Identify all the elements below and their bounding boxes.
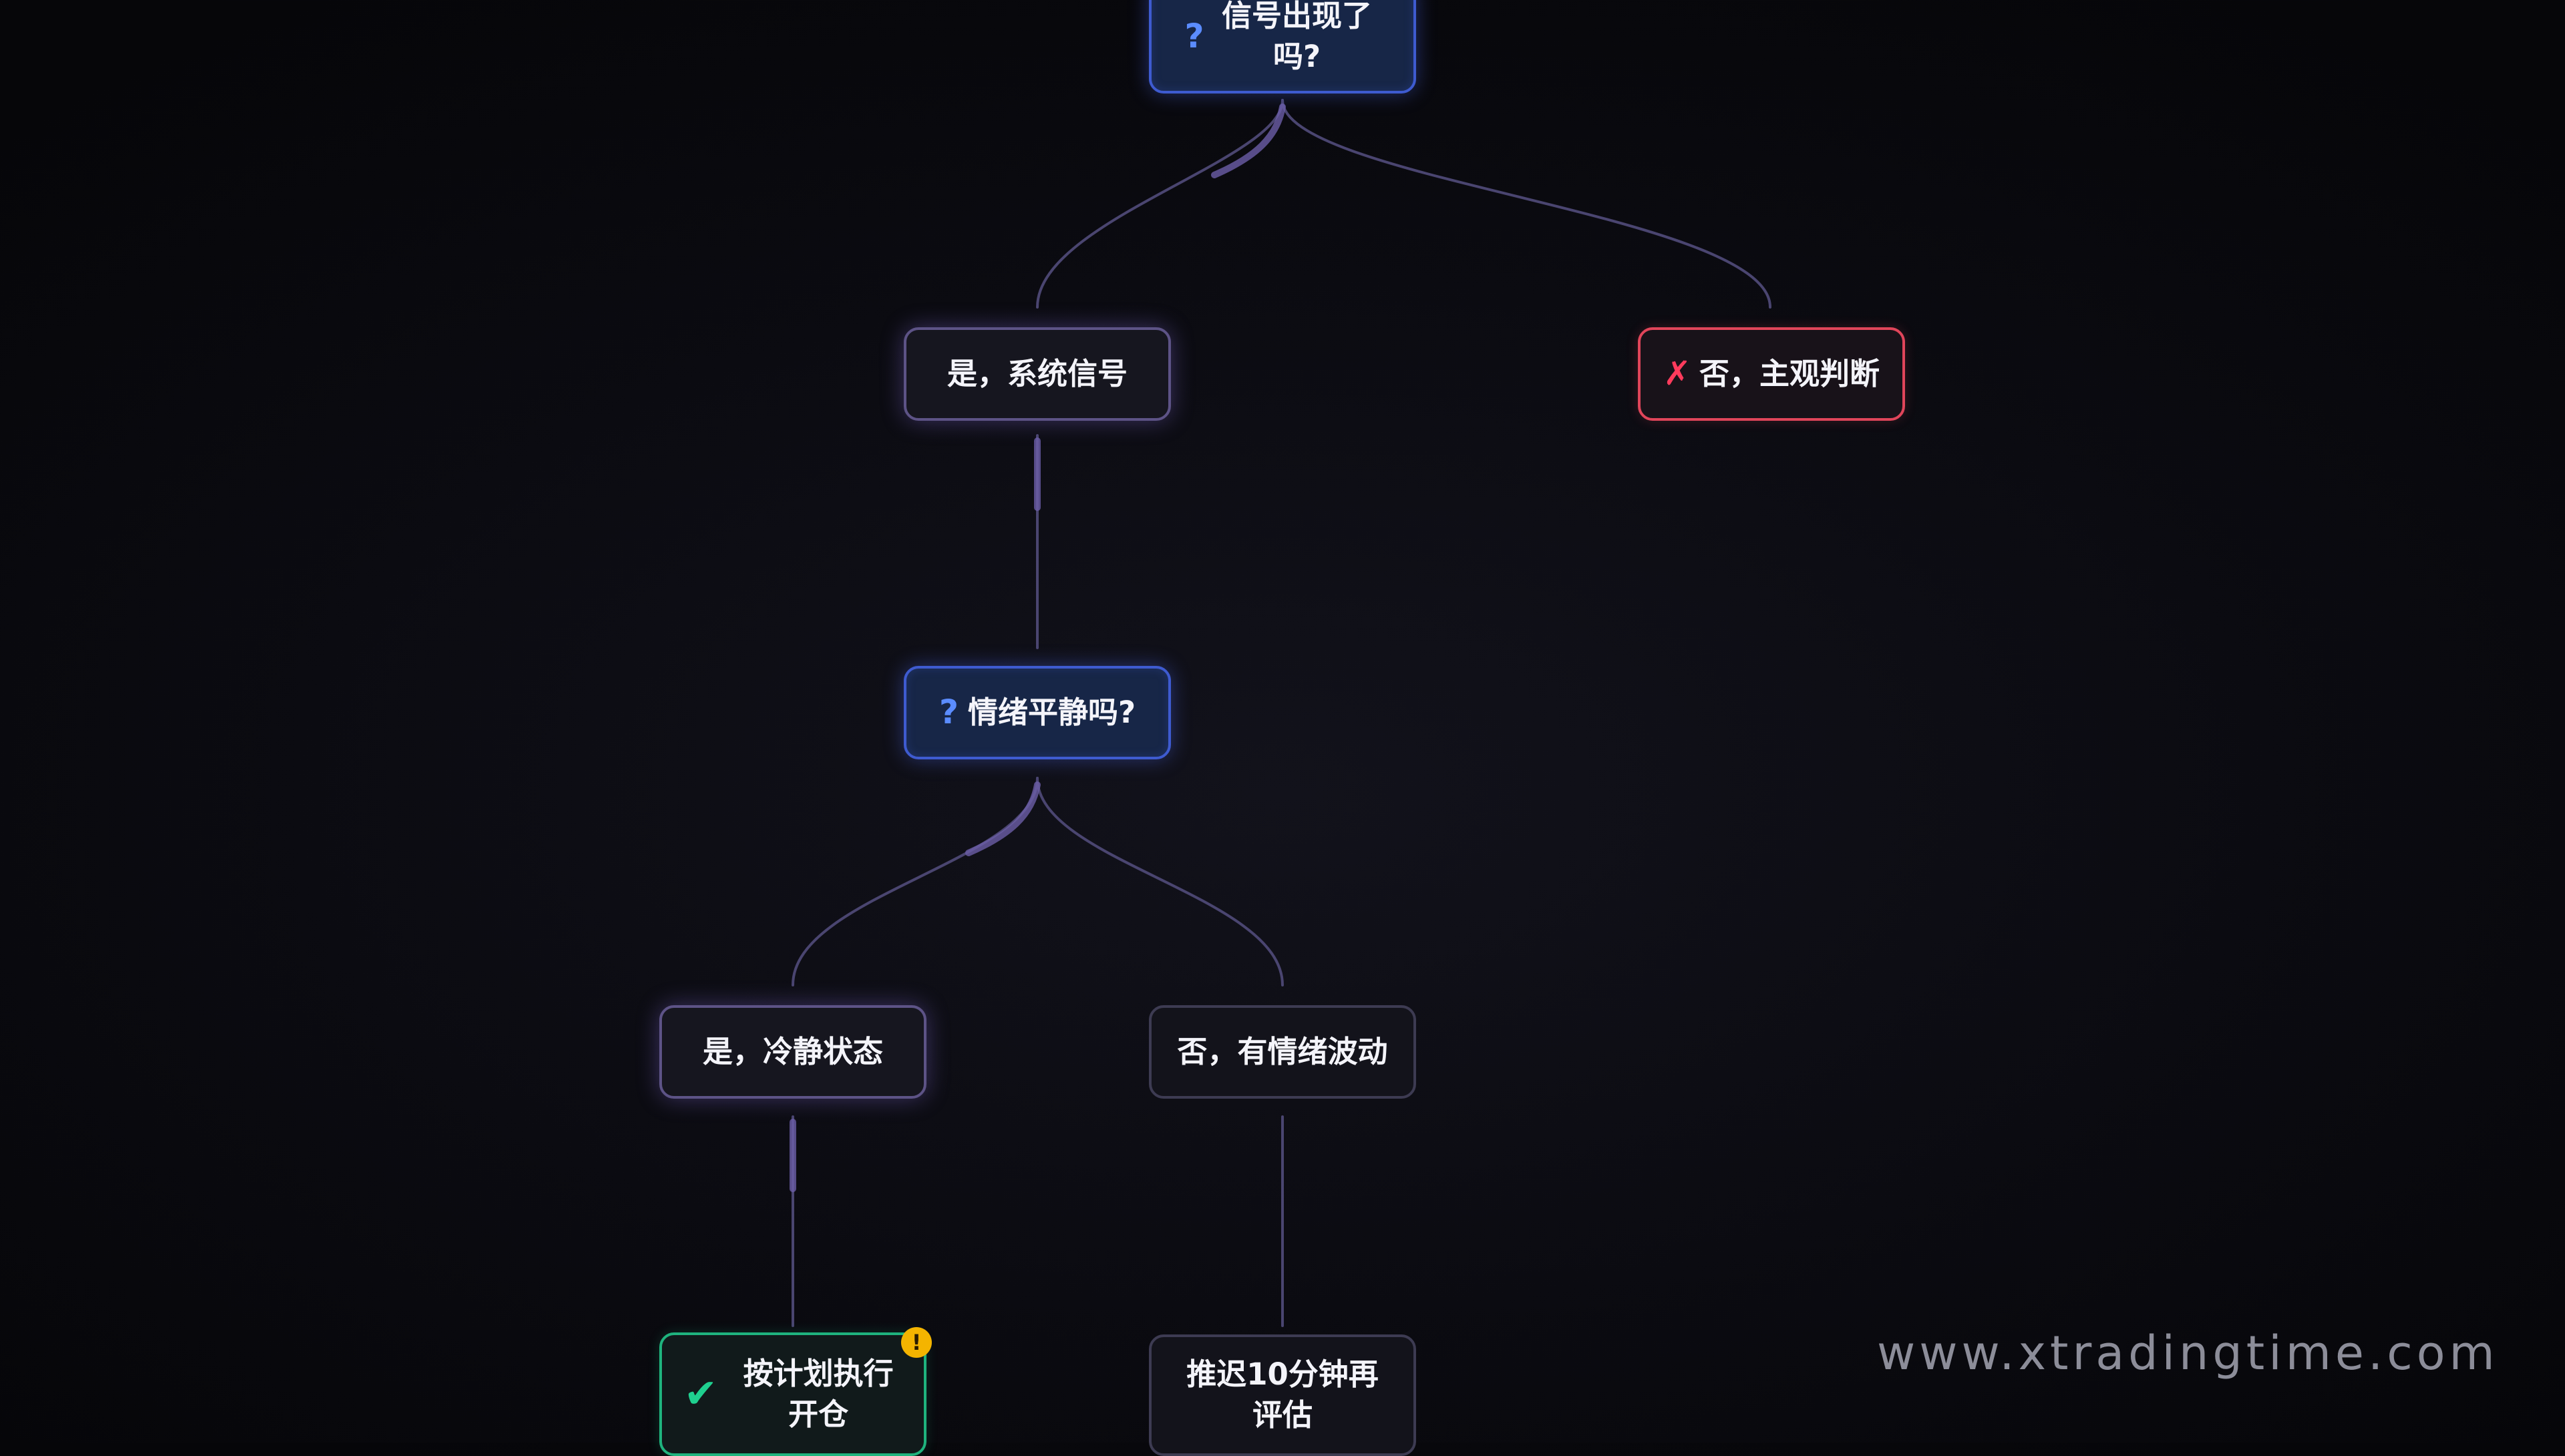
node-emotion-question[interactable]: ? 情绪平静吗?	[904, 666, 1171, 759]
edge-q1-no-subjective	[1281, 99, 1771, 309]
node-label: 信号出现了吗?	[1221, 0, 1372, 74]
node-signal-question[interactable]: ? 信号出现了吗?	[1149, 0, 1416, 94]
node-yes-system-signal[interactable]: 是，系统信号	[904, 327, 1171, 421]
edge-q2-yes-calm	[792, 777, 1039, 986]
node-label: 否，有情绪波动	[1177, 1033, 1388, 1069]
edge-q2-no-emotional	[1036, 777, 1284, 986]
node-label: 否，主观判断	[1699, 355, 1880, 391]
node-execute-open-position[interactable]: ✔ 按计划执行开仓 !	[659, 1327, 932, 1456]
node-label: 是，冷静状态	[702, 1033, 883, 1069]
node-no-emotional-fluctuation[interactable]: 否，有情绪波动	[1149, 1005, 1416, 1099]
site-watermark: www.xtradingtime.com	[1877, 1326, 2499, 1381]
node-no-subjective-judgment[interactable]: ✗ 否，主观判断	[1638, 327, 1905, 421]
node-yes-calm-state[interactable]: 是，冷静状态	[659, 1005, 926, 1099]
check-mark-icon: ✔	[683, 1371, 718, 1417]
question-mark-icon: ?	[938, 693, 959, 732]
node-label: 情绪平静吗?	[967, 694, 1136, 730]
node-label: 按计划执行开仓	[743, 1355, 894, 1432]
node-label: 是，系统信号	[947, 355, 1128, 391]
node-delay-reevaluate[interactable]: 推迟10分钟再评估	[1149, 1334, 1416, 1456]
question-mark-icon: ?	[1184, 17, 1204, 56]
edge-flow-highlight-q2	[965, 781, 1041, 856]
warning-badge-icon: !	[901, 1327, 932, 1358]
edge-q1-yes-signal	[1036, 99, 1284, 309]
edge-flow-highlight-q1	[1211, 104, 1286, 178]
cross-mark-icon: ✗	[1663, 354, 1691, 393]
node-label: 推迟10分钟再评估	[1186, 1356, 1379, 1433]
